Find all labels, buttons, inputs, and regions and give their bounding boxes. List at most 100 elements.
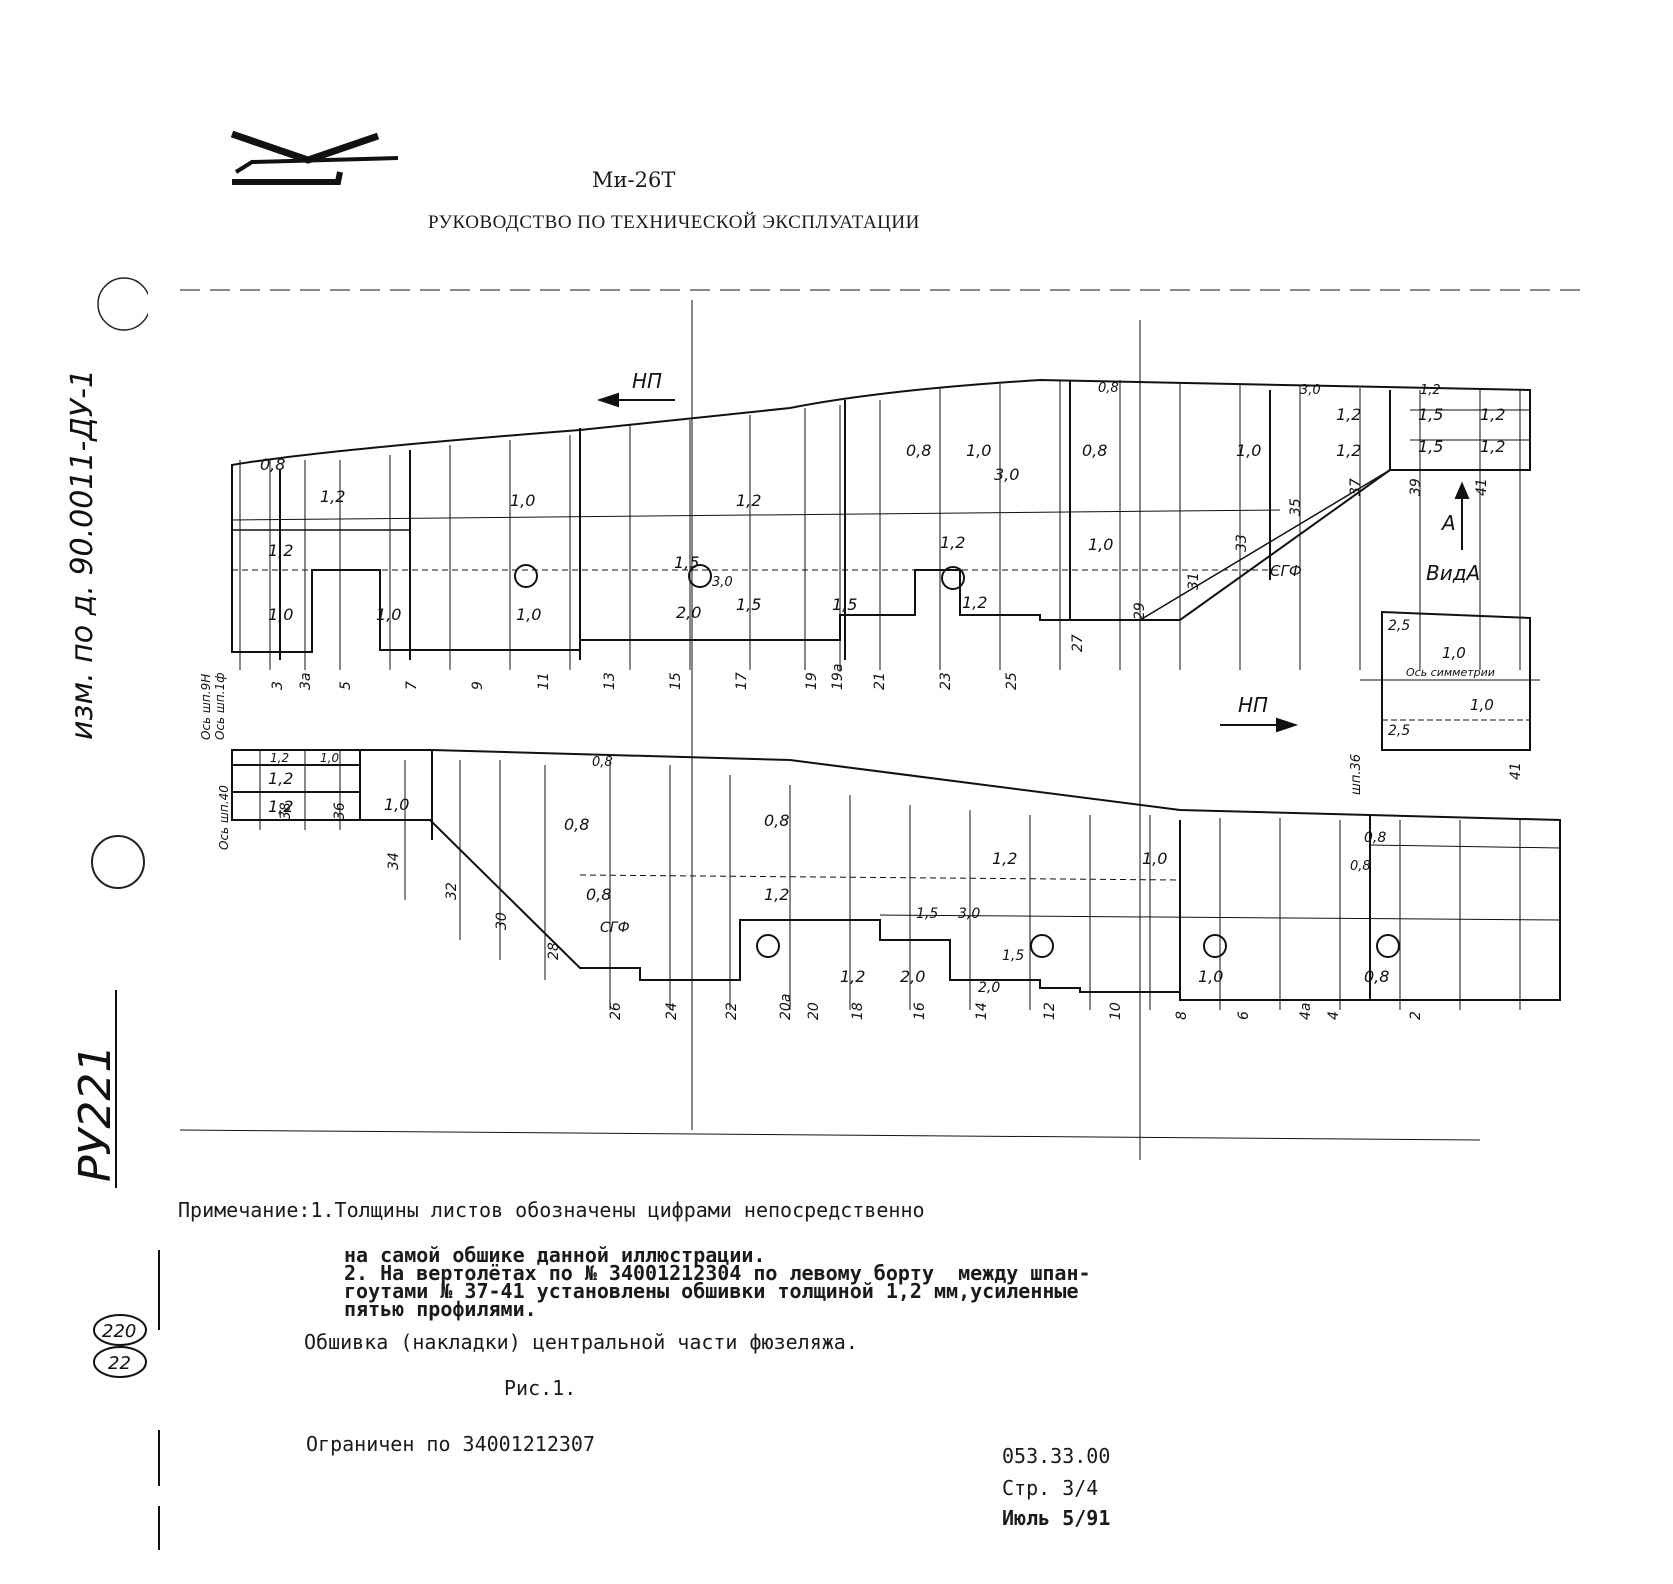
note-line-1: Примечание:1.Толщины листов обозначены ц… bbox=[178, 1198, 925, 1222]
diagram-label: 0,8 bbox=[586, 885, 611, 904]
diagram-label: 1,2 bbox=[736, 491, 761, 510]
diagram-label: 24 bbox=[664, 1002, 680, 1020]
diagram-label: 17 bbox=[734, 672, 750, 690]
page-stamp: 220 22 bbox=[93, 1314, 147, 1378]
diagram-label: 20 bbox=[806, 1002, 822, 1020]
diagram-label: 7 bbox=[404, 681, 420, 690]
diagram-label: 12 bbox=[1042, 1002, 1058, 1020]
left-margin-lines bbox=[158, 1250, 160, 1550]
diagram-label: 2,0 bbox=[676, 603, 701, 622]
diagram-label: 13 bbox=[602, 672, 618, 690]
diagram-label: 1,2 bbox=[1336, 441, 1361, 460]
manual-model-title: Ми-26Т bbox=[592, 168, 676, 192]
diagram-label: 19а bbox=[830, 664, 846, 690]
diagram-label: 1,0 bbox=[384, 795, 409, 814]
diagram-label: 3,0 bbox=[1300, 383, 1321, 398]
diagram-label: 1,0 bbox=[320, 751, 339, 765]
diagram-label: 29 bbox=[1132, 602, 1148, 620]
diagram-label: Ось шп.9Н bbox=[199, 674, 213, 740]
diagram-label: 39 bbox=[1408, 478, 1424, 496]
stamp-text-1: 220 bbox=[102, 1321, 136, 1342]
diagram-label: 1,2 bbox=[1480, 405, 1505, 424]
diagram-label: 1,0 bbox=[376, 605, 401, 624]
fuselage-skin-diagram: НП 0,8 1,2 1,0 1,2 1,2 1,0 1,0 1,0 1,5 3… bbox=[180, 289, 1580, 1160]
diagram-label: 1,5 bbox=[674, 553, 699, 572]
note-line-2: на самой обшике данной иллюстрации. bbox=[344, 1243, 766, 1267]
margin-code-text: РУ221 bbox=[70, 1045, 121, 1182]
diagram-label: СГФ bbox=[1270, 562, 1302, 580]
diagram-label: 3,0 bbox=[994, 465, 1019, 484]
diagram-label: 1,2 bbox=[1420, 383, 1441, 398]
diagram-label: 26 bbox=[608, 1002, 624, 1020]
diagram-label: 1,0 bbox=[516, 605, 541, 624]
diagram-label: 0,8 bbox=[260, 455, 285, 474]
manual-subtitle: РУКОВОДСТВО ПО ТЕХНИЧЕСКОЙ ЭКСПЛУАТАЦИИ bbox=[428, 212, 920, 233]
diagram-label: 4а bbox=[1298, 1003, 1314, 1021]
diagram-label: 1,2 bbox=[270, 751, 289, 765]
diagram-label: 1,2 bbox=[320, 487, 345, 506]
diagram-label: 0,8 bbox=[564, 815, 589, 834]
diagram-label: 0,8 bbox=[1364, 830, 1386, 846]
figure-number: Рис.1. bbox=[504, 1376, 577, 1400]
diagram-label: шп.36 bbox=[1349, 754, 1364, 795]
diagram-label: 35 bbox=[1288, 498, 1304, 516]
stamp-text-2: 22 bbox=[108, 1353, 131, 1374]
diagram-label: 28 bbox=[546, 942, 562, 960]
diagram-label: 8 bbox=[1174, 1011, 1190, 1020]
diagram-label: СГФ bbox=[600, 920, 630, 936]
diagram-label: 2,0 bbox=[978, 980, 1000, 996]
note-block: на самой обшике данной иллюстрации. 2. Н… bbox=[344, 1243, 1091, 1321]
diagram-label: 1,0 bbox=[1198, 967, 1223, 986]
diagram-label: Ось шп.1ф bbox=[213, 673, 227, 740]
diagram-label: 32 bbox=[444, 882, 460, 900]
diagram-label: 23 bbox=[938, 672, 954, 690]
note-line-3: 2. На вертолётах по № 34001212304 по лев… bbox=[344, 1261, 1091, 1285]
diagram-label: 15 bbox=[668, 672, 684, 690]
diagram-label: 36 bbox=[332, 802, 348, 820]
diagram-label: 9 bbox=[470, 681, 486, 690]
diagram-label: 1,0 bbox=[1236, 441, 1261, 460]
diagram-label: 31 bbox=[1186, 572, 1202, 590]
diagram-label: 22 bbox=[724, 1002, 740, 1020]
diagram-label: 18 bbox=[850, 1002, 866, 1020]
diagram-label: 41 bbox=[1508, 762, 1524, 780]
diagram-label: 1,5 bbox=[1418, 437, 1443, 456]
diagram-label: 38 bbox=[278, 802, 294, 820]
margin-code: РУ221 bbox=[70, 990, 121, 1188]
diagram-label: 1,5 bbox=[736, 595, 761, 614]
diagram-label: 1,2 bbox=[1480, 437, 1505, 456]
diagram-label: 0,8 bbox=[1350, 859, 1371, 874]
diagram-label: 41 bbox=[1474, 478, 1490, 496]
note-line-5: пятью профилями. bbox=[344, 1297, 537, 1321]
diagram-label: 0,8 bbox=[592, 755, 613, 770]
diagram-label: 1,0 bbox=[1088, 535, 1113, 554]
diagram-label: 27 bbox=[1070, 634, 1086, 652]
note-line-4: гоутами № 37-41 установлены обшивки толщ… bbox=[344, 1279, 1079, 1303]
diagram-label: 0,8 bbox=[1364, 967, 1389, 986]
diagram-label: 1,5 bbox=[1418, 405, 1443, 424]
diagram-label: 1,0 bbox=[1442, 644, 1466, 662]
diagram-label: 6 bbox=[1236, 1011, 1252, 1020]
diagram-label: 30 bbox=[494, 912, 510, 930]
diagram-label: 33 bbox=[1234, 534, 1250, 552]
revision-date: Июль 5/91 bbox=[1002, 1506, 1111, 1530]
diagram-label: 34 bbox=[386, 852, 402, 870]
diagram-label: 1,2 bbox=[268, 769, 293, 788]
diagram-label: 3а bbox=[298, 673, 314, 691]
diagram-label: 4 bbox=[1326, 1011, 1342, 1020]
punch-holes bbox=[91, 277, 148, 889]
document-number: 053.33.00 bbox=[1002, 1444, 1111, 1468]
diagram-label: 1,0 bbox=[510, 491, 535, 510]
diagram-label: 3,0 bbox=[958, 906, 980, 922]
diagram-label: 0,8 bbox=[1082, 441, 1107, 460]
diagram-label: 0,8 bbox=[764, 811, 789, 830]
diagram-label: 1,2 bbox=[268, 797, 293, 816]
diagram-label: 1,2 bbox=[1336, 405, 1361, 424]
diagram-label: 1,2 bbox=[840, 967, 865, 986]
diagram-label: 11 bbox=[536, 672, 552, 690]
diagram-label: 1,0 bbox=[966, 441, 991, 460]
figure-caption: Обшивка (накладки) центральной части фюз… bbox=[304, 1330, 858, 1354]
diagram-label: 5 bbox=[338, 681, 354, 690]
limited-note: Ограничен по 34001212307 bbox=[306, 1432, 595, 1456]
